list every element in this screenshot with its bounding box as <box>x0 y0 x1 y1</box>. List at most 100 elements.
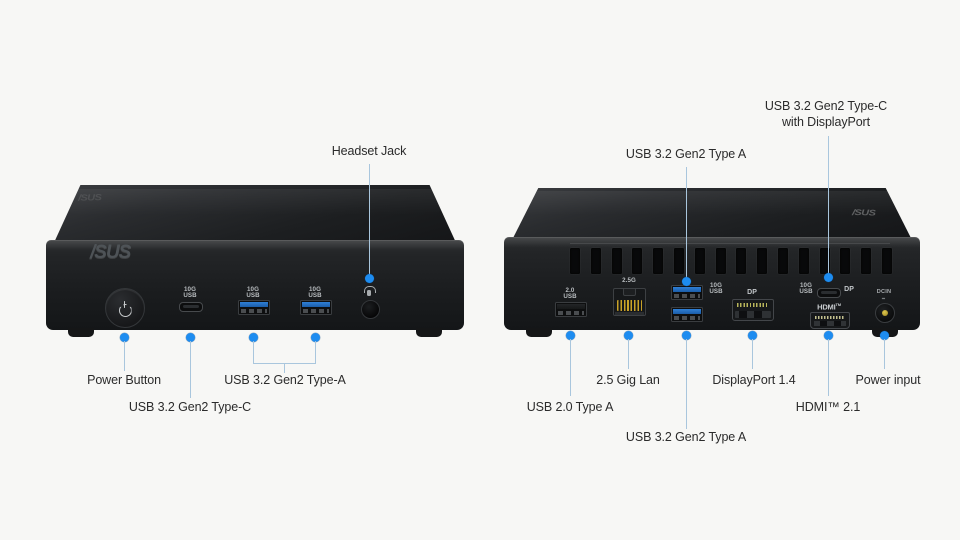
lead-displayport <box>752 339 754 369</box>
vent-slot <box>757 248 768 274</box>
usb-a-insert <box>557 304 585 309</box>
headset-jack-icon <box>363 285 376 297</box>
asus-brand-logo: /SUS <box>90 242 131 263</box>
callout-power-input: Power input <box>855 373 921 387</box>
ethernet-lan-port[interactable] <box>613 288 646 316</box>
rear-vent-array <box>570 248 892 274</box>
hdmi-port[interactable] <box>810 312 850 329</box>
rear-usb-c-dp-port[interactable] <box>817 288 841 298</box>
callout-rear-usb-2-0: USB 2.0 Type A <box>526 400 614 414</box>
usb-a-insert <box>302 302 330 307</box>
rear-usb-a-port-top[interactable] <box>671 285 703 300</box>
front-foot-right <box>416 328 442 337</box>
front-foot-left <box>68 328 94 337</box>
vent-slot <box>777 248 788 274</box>
rear-usb20-silk: 2.0 USB <box>563 287 577 301</box>
lead-rear-usb-c-dp <box>828 136 830 275</box>
usb-a-contacts <box>674 293 700 298</box>
dot-front-usb-c <box>186 333 195 342</box>
lead-hdmi <box>828 339 830 396</box>
lan-lip <box>615 312 644 315</box>
dot-front-usb-a-2 <box>311 333 320 342</box>
rear-face-highlight <box>504 237 920 247</box>
vent-slot <box>590 248 601 274</box>
dc-power-input-port[interactable] <box>875 303 895 323</box>
rear-lid-logo: /SUS <box>851 208 876 218</box>
usb-a-contacts <box>558 310 584 315</box>
power-button[interactable] <box>105 288 145 328</box>
lan-pins <box>617 300 642 311</box>
vent-slot <box>861 248 872 274</box>
lead-power-button <box>124 341 126 371</box>
dcin-symbol: ⎓ <box>881 295 887 301</box>
hdmi-trademark: TM <box>835 302 841 307</box>
dot-rear-usb-2-0 <box>566 331 575 340</box>
front-usb-c-port[interactable] <box>179 302 203 312</box>
rear-usb-a-10g-silk: 10G USB <box>709 282 723 296</box>
vent-slot <box>673 248 684 274</box>
dot-rear-usb-c-dp <box>824 273 833 282</box>
callout-power-button: Power Button <box>87 373 161 387</box>
vent-slot <box>798 248 809 274</box>
hdmi-shell <box>814 321 846 326</box>
lead-front-usb-a-stem <box>284 363 286 373</box>
front-lid-logo: /SUS <box>77 192 102 204</box>
front-usb-a-port-1[interactable] <box>238 300 270 315</box>
rear-usb-a-port-bottom[interactable] <box>671 307 703 322</box>
rear-dcin-silk: DCIN ⎓ <box>877 289 891 301</box>
displayport-port[interactable] <box>732 299 774 321</box>
front-usbc-silk: 10G USB <box>183 286 197 300</box>
dot-displayport <box>748 331 757 340</box>
rear-usb-2-0-port[interactable] <box>555 302 587 317</box>
vent-slot <box>570 248 580 274</box>
lead-front-usb-a-1 <box>253 341 255 363</box>
lan-latch <box>623 289 636 296</box>
headset-jack-port[interactable] <box>361 300 380 319</box>
vent-slot <box>694 248 705 274</box>
rear-dp-silk: DP <box>747 289 757 296</box>
hdmi-text: HDMI <box>817 302 836 312</box>
rear-usb-c-10g-silk: 10G USB <box>799 282 813 296</box>
vent-slot <box>611 248 622 274</box>
vent-slot <box>715 248 726 274</box>
rear-vent-groove <box>570 243 890 244</box>
rear-lan-silk: 2.5G <box>622 277 636 284</box>
front-usba1-silk: 10G USB <box>246 286 260 300</box>
dot-headset-jack <box>365 274 374 283</box>
callout-lan: 2.5 Gig Lan <box>596 373 660 387</box>
vent-slot <box>881 248 892 274</box>
front-usba2-silk: 10G USB <box>308 286 322 300</box>
usb-a-insert <box>673 287 701 292</box>
vent-slot <box>840 248 851 274</box>
dcin-text: DCIN <box>876 289 892 295</box>
vent-slot <box>819 248 830 274</box>
callout-rear-usb-a-bottom: USB 3.2 Gen2 Type A <box>625 430 747 444</box>
dot-hdmi <box>824 331 833 340</box>
dot-rear-usb-a-top <box>682 277 691 286</box>
lead-headset-jack <box>369 164 371 276</box>
vent-slot <box>632 248 643 274</box>
rear-foot-left <box>526 328 552 337</box>
lead-power-input <box>884 339 886 369</box>
front-face-highlight <box>46 240 464 250</box>
callout-front-usb-c: USB 3.2 Gen2 Type-C <box>128 400 252 414</box>
callout-front-usb-a: USB 3.2 Gen2 Type-A <box>224 373 346 387</box>
front-lid <box>52 185 458 247</box>
callout-headset-jack: Headset Jack <box>331 144 407 158</box>
lead-rear-usb-a-bottom <box>686 339 688 429</box>
callout-rear-usb-a-top: USB 3.2 Gen2 Type A <box>625 147 747 161</box>
callout-displayport: DisplayPort 1.4 <box>712 373 796 387</box>
lead-lan <box>628 339 630 369</box>
usb-a-insert <box>240 302 268 307</box>
usb-a-contacts <box>674 315 700 320</box>
rear-hdmi-silk: HDMITM <box>817 302 841 312</box>
lead-rear-usb-2-0 <box>570 339 572 396</box>
dot-rear-usb-a-bottom <box>682 331 691 340</box>
lead-rear-usb-a-top <box>686 167 688 279</box>
rear-lid <box>510 188 914 244</box>
dot-front-usb-a-1 <box>249 333 258 342</box>
dp-shell <box>735 311 771 318</box>
front-usb-a-port-2[interactable] <box>300 300 332 315</box>
dot-power-input <box>880 331 889 340</box>
